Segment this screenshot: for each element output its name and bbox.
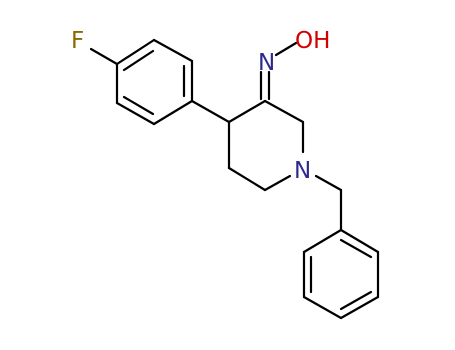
piperidine-ring bbox=[227, 99, 305, 192]
ring1-bond-2 bbox=[152, 38, 194, 63]
ring1-bond-5 bbox=[115, 101, 156, 126]
atom-label-piperidine-nitrogen: N bbox=[294, 158, 311, 184]
atom-label-hydroxyl: OH bbox=[295, 28, 330, 54]
ring2-bond-4 bbox=[302, 295, 343, 320]
bond-n-ch2 bbox=[314, 174, 343, 192]
ring1-bond-1 bbox=[115, 38, 156, 66]
pip-bond-c3-c2 bbox=[263, 99, 305, 124]
ring2-bond-3 bbox=[339, 295, 380, 320]
atom-label-fluorine: F bbox=[71, 28, 84, 54]
pip-bond-c6-c5 bbox=[227, 166, 267, 192]
bond-aryl-piperidine bbox=[190, 99, 231, 124]
bond-f-c bbox=[89, 47, 119, 66]
fluorophenyl-ring bbox=[89, 38, 194, 126]
atom-label-oxime-nitrogen: N bbox=[258, 50, 275, 76]
ring2-bond-1-inner bbox=[339, 238, 373, 259]
pip-bond-n-c6 bbox=[263, 174, 292, 192]
ring1-bond-4 bbox=[152, 99, 194, 126]
oxime-group bbox=[259, 41, 298, 101]
ring1-bond-5-inner bbox=[122, 95, 155, 116]
pip-bond-c4-c3 bbox=[227, 99, 267, 124]
phenyl-ring bbox=[302, 228, 380, 320]
ring2-bond-1 bbox=[339, 228, 380, 254]
ring2-bond-6 bbox=[302, 228, 343, 254]
ring1-bond-1-inner bbox=[122, 49, 155, 72]
ring2-bond-3-inner bbox=[339, 290, 373, 311]
bond-n-o bbox=[274, 41, 298, 57]
